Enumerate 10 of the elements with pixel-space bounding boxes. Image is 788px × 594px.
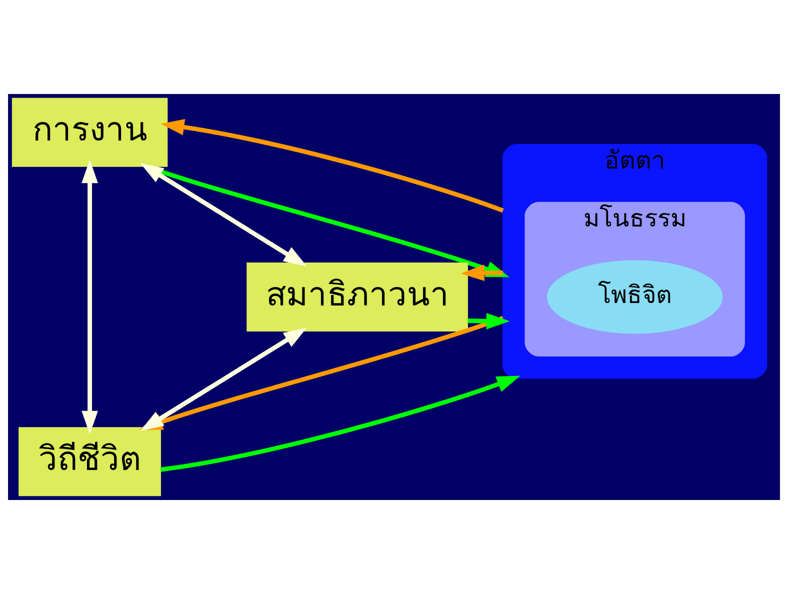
node-box: วิถีชีวิต [18, 427, 161, 496]
arrow [460, 264, 504, 282]
node-box: สมาธิภาวนา [246, 262, 468, 332]
arrow [82, 160, 98, 434]
arrow [468, 312, 510, 330]
arrow [140, 162, 308, 266]
arrow [160, 118, 504, 213]
node-ellipse: โพธิจิต [546, 260, 723, 334]
node-box: การงาน [12, 98, 168, 167]
arrow [160, 376, 520, 472]
